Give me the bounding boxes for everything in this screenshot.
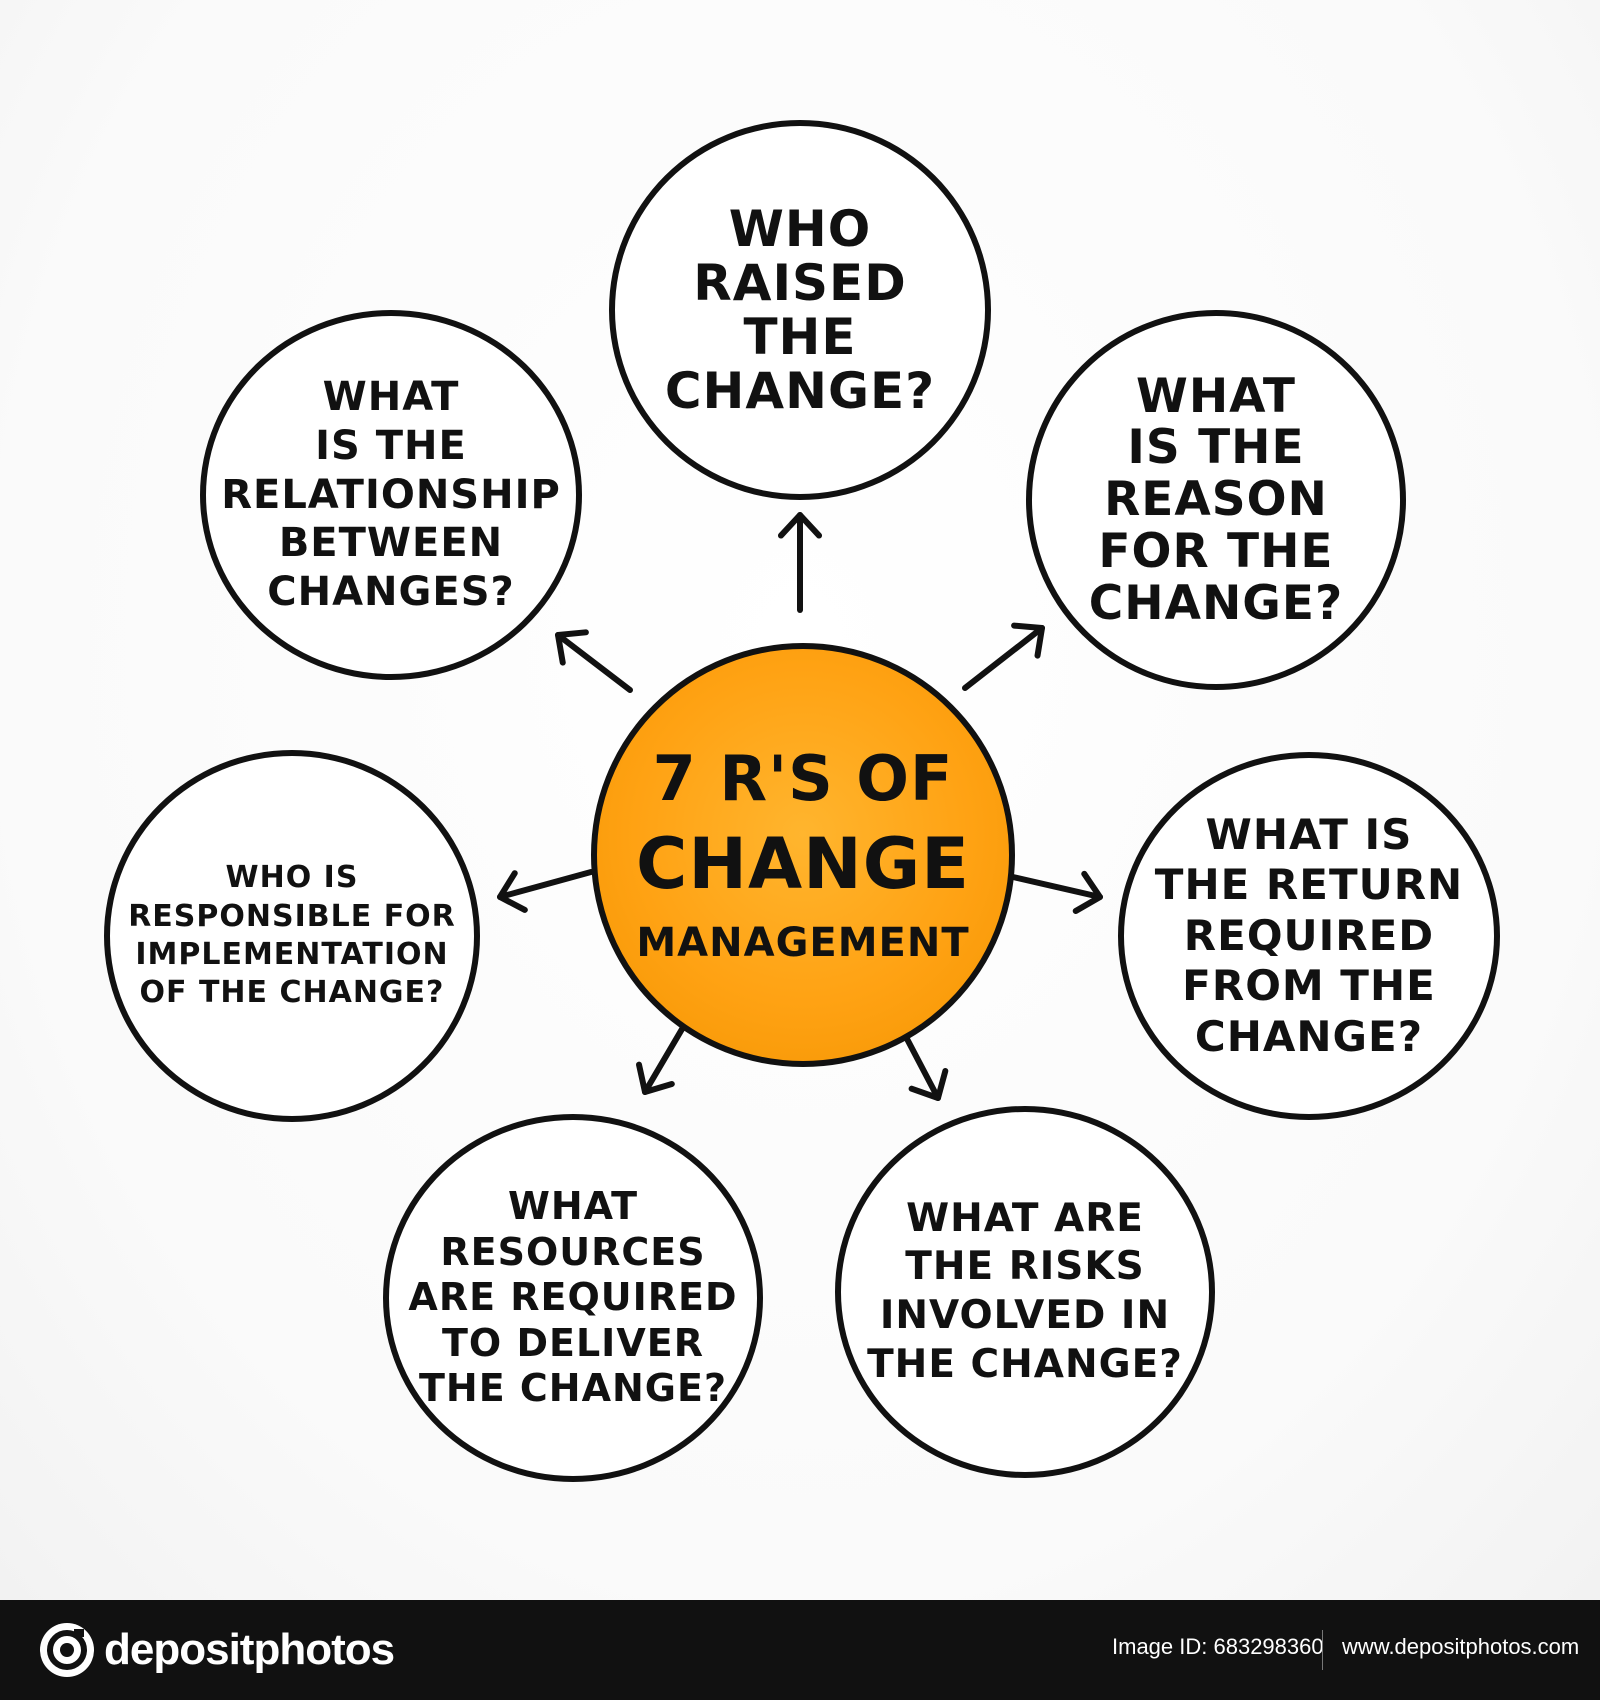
connector-arrows [497, 512, 1103, 1101]
center-title-line2: CHANGE [636, 822, 970, 905]
node-who-raised: WHO RAISED THE CHANGE? [609, 120, 991, 500]
node-label: WHAT RESOURCES ARE REQUIRED TO DELIVER T… [408, 1184, 738, 1411]
node-relationship: WHAT IS THE RELATIONSHIP BETWEEN CHANGES… [200, 310, 582, 680]
center-title-line3: MANAGEMENT [636, 920, 970, 967]
node-risks: WHAT ARE THE RISKS INVOLVED IN THE CHANG… [835, 1106, 1215, 1478]
node-return: WHAT IS THE RETURN REQUIRED FROM THE CHA… [1118, 752, 1500, 1120]
center-title-line1: 7 R'S OF [652, 741, 954, 815]
website-link[interactable]: www.depositphotos.com [1342, 1634, 1580, 1659]
node-label: WHO IS RESPONSIBLE FOR IMPLEMENTATION OF… [128, 860, 456, 1011]
arrow-to-responsible [497, 869, 594, 913]
center-topic: 7 R'S OF CHANGE MANAGEMENT [591, 643, 1015, 1067]
node-label: WHAT ARE THE RISKS INVOLVED IN THE CHANG… [867, 1195, 1183, 1387]
brand-name: depositphotos [104, 1625, 395, 1674]
node-reason: WHAT IS THE REASON FOR THE CHANGE? [1026, 310, 1406, 690]
node-label: WHAT IS THE REASON FOR THE CHANGE? [1088, 368, 1344, 631]
node-label: WHAT IS THE RELATIONSHIP BETWEEN CHANGES… [221, 374, 561, 616]
camera-icon [40, 1623, 94, 1677]
stock-footer-bar: depositphotos Image ID: 683298360 www.de… [0, 1600, 1600, 1700]
arrow-to-relationship [555, 629, 633, 693]
node-responsible: WHO IS RESPONSIBLE FOR IMPLEMENTATION OF… [104, 750, 480, 1122]
footer-divider [1322, 1630, 1323, 1670]
diagram-canvas: 7 R'S OF CHANGE MANAGEMENT WHO RAISED TH… [0, 0, 1600, 1600]
arrow-to-raised [777, 512, 823, 613]
node-resources: WHAT RESOURCES ARE REQUIRED TO DELIVER T… [383, 1114, 763, 1482]
node-label: WHO RAISED THE CHANGE? [664, 200, 936, 420]
node-label: WHAT IS THE RETURN REQUIRED FROM THE CHA… [1154, 810, 1464, 1061]
arrow-to-return [1010, 870, 1103, 914]
brand-logo[interactable]: depositphotos [40, 1623, 395, 1677]
image-id-label: Image ID: 683298360 [1112, 1634, 1324, 1659]
center-title: 7 R'S OF CHANGE MANAGEMENT [636, 729, 970, 981]
arrow-to-reason [962, 622, 1045, 691]
